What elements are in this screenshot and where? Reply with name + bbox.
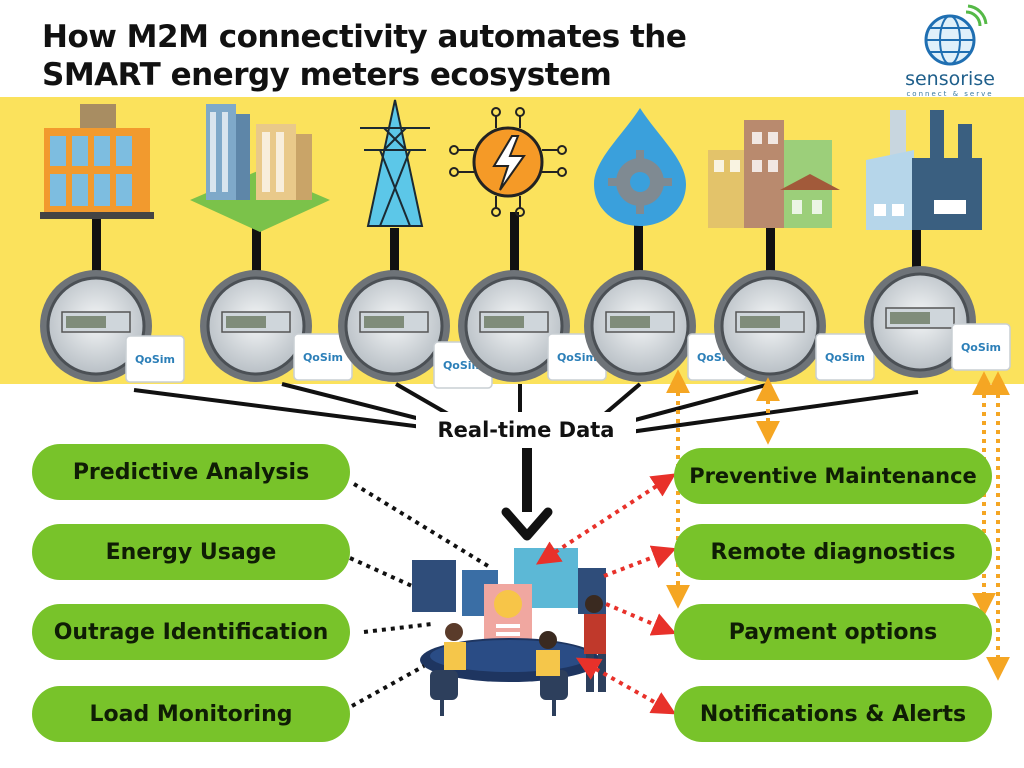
logo-name: sensorise <box>905 68 995 90</box>
qosim-label: QoSim <box>135 353 175 366</box>
sensorise-logo: sensorise connect & serve <box>880 4 1020 100</box>
pill-notifications-alerts: Notifications & Alerts <box>674 686 992 742</box>
qosim-label: QoSim <box>557 351 597 364</box>
pill-payment-options: Payment options <box>674 604 992 660</box>
pill-load-monitoring: Load Monitoring <box>32 686 350 742</box>
down-arrow-icon <box>501 444 553 541</box>
smart-meter <box>40 270 152 382</box>
qosim-label: QoSim <box>303 351 343 364</box>
water-gear-icon <box>594 108 686 226</box>
pill-preventive-maintenance: Preventive Maintenance <box>674 448 992 504</box>
apartment-buildings-icon <box>190 104 330 232</box>
title-line-1: How M2M connectivity automates the <box>42 19 687 55</box>
connector-poles <box>92 210 921 280</box>
real-time-data-label: Real-time Data <box>416 412 636 448</box>
energy-bolt-icon <box>449 107 567 217</box>
smart-meter <box>864 266 976 378</box>
globe-icon <box>924 4 988 66</box>
qosim-card: QoSim <box>815 333 875 381</box>
pill-remote-diagnostics: Remote diagnostics <box>674 524 992 580</box>
houses-icon <box>708 120 840 228</box>
qosim-label: QoSim <box>825 351 865 364</box>
red-dotted-arrows <box>535 473 677 715</box>
smart-meter <box>338 270 450 382</box>
factory-icon <box>866 110 982 230</box>
page-title: How M2M connectivity automates the SMART… <box>42 18 762 94</box>
qosim-card: QoSim <box>951 323 1011 371</box>
smart-meter <box>458 270 570 382</box>
qosim-label: QoSim <box>961 341 1001 354</box>
power-tower-icon <box>360 99 430 227</box>
smart-meter <box>584 270 696 382</box>
logo-tagline: connect & serve <box>906 90 994 98</box>
qosim-card: QoSim <box>125 335 185 383</box>
pill-energy-usage: Energy Usage <box>32 524 350 580</box>
title-line-2: SMART energy meters ecosystem <box>42 57 612 93</box>
pill-predictive-analysis: Predictive Analysis <box>32 444 350 500</box>
smart-meter <box>200 270 312 382</box>
left-dotted-links <box>349 482 490 708</box>
control-room-illustration <box>412 548 606 716</box>
smart-meter <box>714 270 826 382</box>
office-building-icon <box>40 104 154 219</box>
pill-outrage-identification: Outrage Identification <box>32 604 350 660</box>
